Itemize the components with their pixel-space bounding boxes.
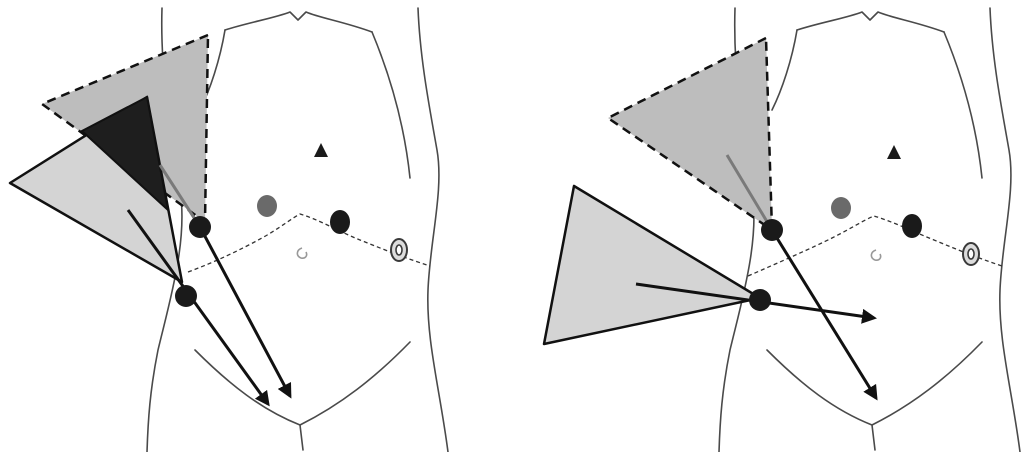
- trocar-port-right: [902, 214, 922, 238]
- neckline-contour: [797, 12, 944, 32]
- navel-mark: [871, 250, 880, 260]
- midline-mark: [872, 425, 875, 450]
- incision-line: [748, 216, 1002, 276]
- trocar-port-upper: [189, 216, 211, 238]
- triangle-marker: [887, 145, 901, 159]
- camera-port: [257, 195, 277, 217]
- instrument-arrow-lower: [128, 210, 268, 404]
- rib-contour: [944, 32, 982, 178]
- triangle-marker: [314, 143, 328, 157]
- trocar-port-lower: [749, 289, 771, 311]
- pubic-contour: [767, 342, 982, 425]
- ring-marker: [963, 243, 979, 265]
- pubic-contour: [195, 342, 410, 425]
- trocar-port-right: [330, 210, 350, 234]
- instrument-arrow-upper: [772, 230, 876, 398]
- light-cone: [544, 186, 760, 344]
- camera-port: [831, 197, 851, 219]
- chest-contour: [772, 30, 797, 110]
- trocar-port-lower: [175, 285, 197, 307]
- dashed-cone: [608, 38, 772, 230]
- ring-marker: [391, 239, 407, 261]
- rib-contour: [372, 32, 410, 178]
- right-panel: [544, 8, 1020, 452]
- right-flank-contour: [418, 8, 448, 452]
- left-panel: [10, 8, 448, 452]
- trocar-port-upper: [761, 219, 783, 241]
- right-flank-contour: [990, 8, 1020, 452]
- midline-mark: [300, 425, 303, 450]
- neckline-contour: [225, 12, 372, 32]
- navel-mark: [297, 248, 306, 258]
